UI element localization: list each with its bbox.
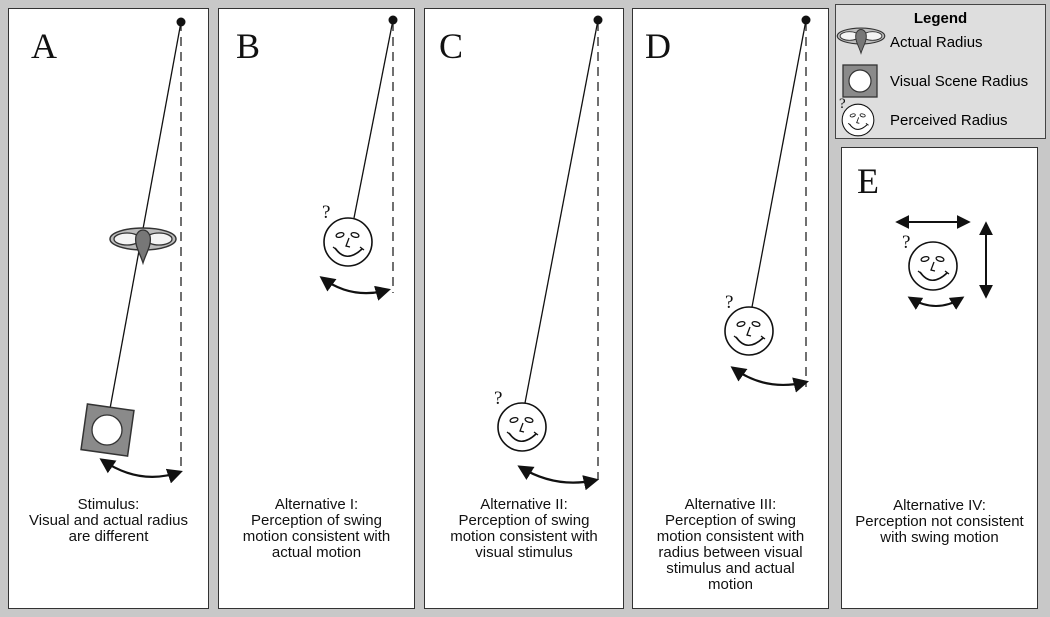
- caption-line: visual stimulus: [475, 544, 573, 561]
- caption-line: Perception of swing: [251, 512, 382, 529]
- caption-line: stimulus and actual: [666, 560, 795, 577]
- caption-line: Alternative I:: [274, 496, 359, 513]
- panel-b: B Alternative I: Perception of swing mot…: [218, 8, 415, 609]
- caption-line: Visual and actual radius: [29, 512, 188, 529]
- caption-line: with swing motion: [880, 529, 999, 546]
- panel-e: E Alternative IV: Perception not consist…: [841, 147, 1038, 609]
- caption-line: radius between visual: [658, 544, 803, 561]
- caption-line: Alternative II:: [480, 496, 568, 513]
- caption-line: motion consistent with: [656, 528, 805, 545]
- caption-line: Stimulus:: [77, 496, 140, 513]
- panel-e-caption: Alternative IV: Perception not consisten…: [842, 498, 1037, 546]
- caption-line: Alternative IV:: [893, 497, 986, 514]
- caption-line: Perception of swing: [665, 512, 796, 529]
- caption-line: motion consistent with: [450, 528, 598, 545]
- panel-c: C Alternative II: Perception of swing mo…: [424, 8, 624, 609]
- caption-line: Alternative III:: [684, 496, 777, 513]
- panel-a-letter: A: [31, 26, 57, 66]
- panel-b-caption: Alternative I: Perception of swing motio…: [219, 497, 414, 561]
- legend-label-actual-radius: Actual Radius: [890, 34, 983, 51]
- legend-title: Legend: [913, 10, 968, 27]
- legend-label-perceived-radius: Perceived Radius: [890, 112, 1008, 129]
- caption-line: motion consistent with: [242, 528, 391, 545]
- panel-b-letter: B: [236, 26, 261, 66]
- caption-line: actual motion: [271, 544, 362, 561]
- panel-c-caption: Alternative II: Perception of swing moti…: [425, 497, 623, 561]
- legend-label-visual-scene-radius: Visual Scene Radius: [890, 73, 1029, 90]
- panel-d: D Alternative III: Perception of swing m…: [632, 8, 829, 609]
- legend: Legend Actual Radius Visual Scene Radius…: [835, 4, 1046, 139]
- panel-e-letter: E: [857, 161, 879, 201]
- panel-d-caption: Alternative III: Perception of swing mot…: [633, 497, 828, 593]
- caption-line: Perception of swing: [458, 512, 590, 529]
- caption-line: are different: [68, 528, 149, 545]
- panel-a-caption: Stimulus: Visual and actual radius are d…: [9, 497, 208, 545]
- caption-line: Perception not consistent: [855, 513, 1024, 530]
- panel-d-letter: D: [645, 26, 671, 66]
- caption-line: motion: [707, 576, 754, 593]
- panel-c-letter: C: [439, 26, 464, 66]
- panel-a: A Stimulus: Visual and actual radius are…: [8, 8, 209, 609]
